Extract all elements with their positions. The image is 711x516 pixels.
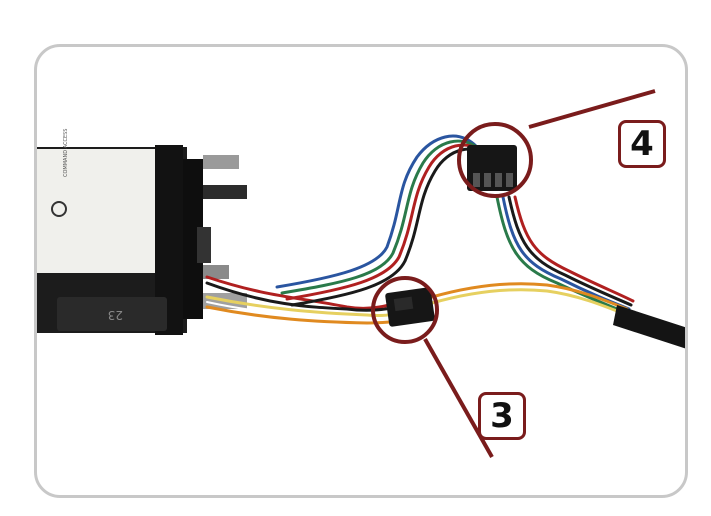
callout-4-circle bbox=[457, 122, 533, 198]
four-pin-connector bbox=[467, 145, 517, 191]
callout-4-label: 4 bbox=[618, 120, 666, 168]
photo-frame: COMMAND ACCESS 23 bbox=[34, 44, 688, 498]
cable-jacket bbox=[613, 305, 685, 349]
motor-number: 23 bbox=[108, 308, 123, 322]
motor-wiring-photo: COMMAND ACCESS 23 bbox=[37, 89, 685, 458]
two-pin-connector bbox=[385, 287, 435, 327]
callout-3-label: 3 bbox=[478, 392, 526, 440]
motor-label-sticker bbox=[37, 149, 167, 273]
callout-3-circle bbox=[371, 276, 439, 344]
stepper-motor: COMMAND ACCESS 23 bbox=[37, 129, 247, 335]
motor-label-brand: COMMAND ACCESS bbox=[63, 129, 69, 177]
callout-4-leader bbox=[528, 89, 656, 129]
